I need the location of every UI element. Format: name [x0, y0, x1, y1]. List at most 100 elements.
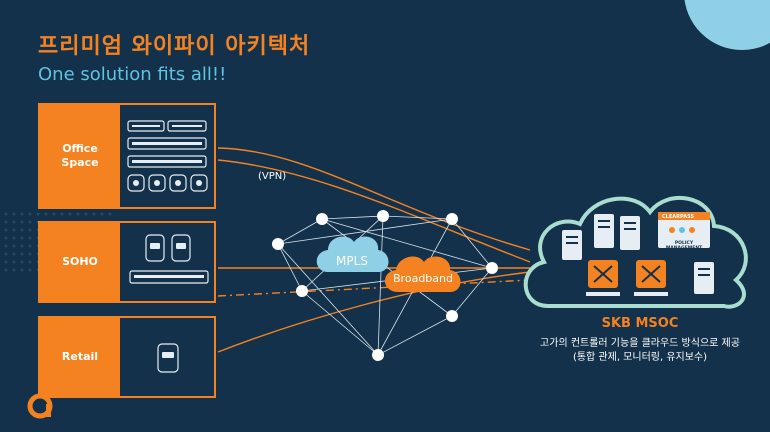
server-icon — [620, 216, 640, 250]
decor-dot — [52, 212, 56, 216]
network-node — [486, 262, 498, 274]
server-icon — [694, 262, 714, 294]
decor-dot — [92, 212, 96, 216]
mpls-cloud: MPLS — [316, 236, 389, 272]
controller-icon — [586, 260, 620, 296]
network-node — [446, 310, 458, 322]
link-soho-dashed — [217, 279, 531, 297]
page-subtitle: One solution fits all!! — [38, 64, 227, 85]
link-retail — [217, 271, 531, 353]
msoc-description-line2: (통합 관제, 모니터링, 유지보수) — [572, 352, 708, 363]
server-icon — [562, 230, 582, 260]
decor-dot — [12, 260, 16, 264]
broadband-label: Broadband — [393, 272, 453, 285]
soho-equipment-icons — [129, 234, 209, 284]
decor-dot — [28, 212, 32, 216]
decor-dot — [12, 244, 16, 248]
decor-dot — [28, 236, 32, 240]
mesh-links — [277, 215, 493, 356]
clearpass-label: CLEARPASS — [662, 214, 694, 220]
decor-dot — [108, 212, 112, 216]
msoc-title: SKB MSOC — [601, 316, 679, 331]
decor-dot — [12, 236, 16, 240]
decor-dot — [20, 212, 24, 216]
decor-dot — [28, 220, 32, 224]
decor-dot — [68, 212, 72, 216]
decor-dot — [28, 260, 32, 264]
vpn-link-office-2 — [217, 159, 531, 263]
decor-dot — [20, 220, 24, 224]
network-node — [296, 285, 308, 297]
corner-circle — [684, 0, 770, 50]
retail-equipment — [120, 318, 214, 396]
mpls-cloud-icon — [316, 236, 389, 272]
site-label-soho: SOHO — [40, 223, 120, 301]
decor-dot — [4, 220, 8, 224]
broadband-cloud-icon — [384, 256, 461, 292]
decor-dot — [20, 228, 24, 232]
decor-dot — [28, 252, 32, 256]
decor-dot — [4, 212, 8, 216]
decor-dot — [36, 212, 40, 216]
decor-dot — [28, 268, 32, 272]
office-equipment-icons — [127, 120, 208, 192]
decor-dot — [12, 268, 16, 272]
decor-dot — [84, 212, 88, 216]
site-soho: SOHO — [38, 221, 216, 303]
access-point-icon — [127, 174, 145, 192]
decor-dot — [20, 252, 24, 256]
access-point-icon — [145, 234, 165, 262]
decor-dot — [4, 236, 8, 240]
switch-icon — [129, 270, 209, 284]
mesh-nodes — [272, 210, 498, 361]
access-point-icon — [148, 174, 166, 192]
decor-dot — [4, 252, 8, 256]
switch-icon — [127, 137, 207, 150]
soho-equipment — [120, 223, 214, 301]
decor-dot — [4, 228, 8, 232]
access-point-icon — [169, 174, 187, 192]
mpls-label: MPLS — [336, 254, 368, 268]
access-point-icon — [190, 174, 208, 192]
decor-dot — [20, 260, 24, 264]
decor-dot — [4, 268, 8, 272]
site-label-retail: Retail — [40, 318, 120, 396]
decor-dot — [4, 244, 8, 248]
page-title: 프리미엄 와이파이 아키텍처 — [38, 34, 311, 59]
switch-icon — [167, 120, 207, 132]
decor-dot — [12, 220, 16, 224]
switch-icon — [127, 155, 207, 168]
decor-dot — [28, 244, 32, 248]
broadband-cloud: Broadband — [384, 256, 461, 292]
site-office-space: Office Space — [38, 103, 216, 209]
decor-dot — [20, 268, 24, 272]
access-point-icon — [157, 343, 179, 373]
decor-dot — [76, 212, 80, 216]
controller-icon — [634, 260, 668, 296]
site-retail: Retail — [38, 316, 216, 398]
office-equipment — [120, 105, 214, 207]
decor-dot — [28, 228, 32, 232]
network-node — [377, 210, 389, 222]
network-node — [372, 349, 384, 361]
network-node — [272, 238, 284, 250]
decor-dot — [100, 212, 104, 216]
decor-dot — [20, 236, 24, 240]
msoc-description-line1: 고가의 컨트롤러 기능을 클라우드 방식으로 제공 — [540, 338, 740, 349]
access-point-icon — [171, 234, 191, 262]
site-label-office-space: Office Space — [40, 105, 120, 207]
network-node — [316, 213, 328, 225]
decor-dot — [12, 212, 16, 216]
decor-dot — [4, 260, 8, 264]
brand-a-logo — [27, 393, 53, 419]
decor-dot — [12, 252, 16, 256]
decor-dot — [60, 212, 64, 216]
vpn-label: (VPN) — [258, 171, 286, 182]
retail-equipment-icons — [157, 343, 179, 373]
switch-icon — [127, 120, 165, 132]
decor-dot — [20, 244, 24, 248]
